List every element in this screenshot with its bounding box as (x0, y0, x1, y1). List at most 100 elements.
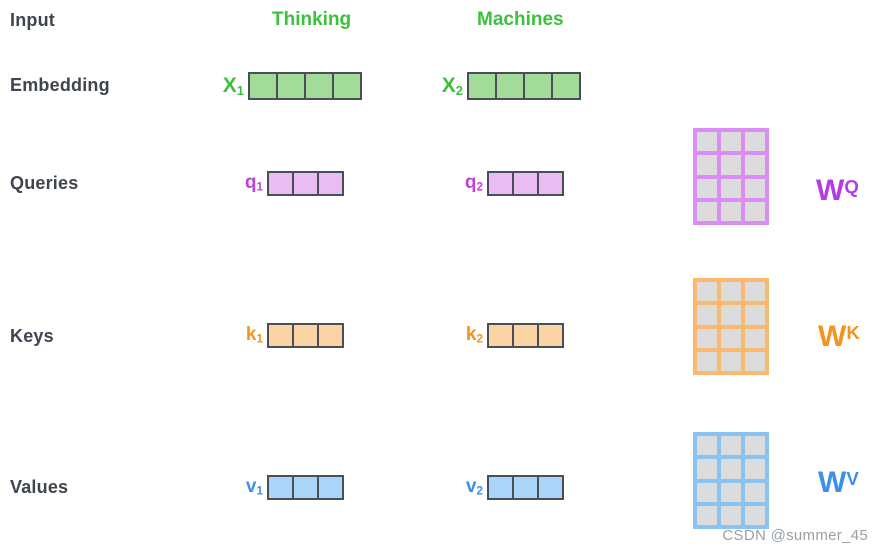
row-label-keys: Keys (10, 326, 54, 346)
v1-cells (267, 475, 344, 500)
wk-label: WK (818, 320, 860, 353)
x2-cell (523, 72, 553, 100)
q1-cells (267, 171, 344, 196)
x2-cell (495, 72, 525, 100)
q2-cell (512, 171, 539, 196)
watermark: CSDN @summer_45 (722, 527, 868, 544)
x2-cell (467, 72, 497, 100)
wq-matrix-cell (745, 155, 765, 175)
v1-cell (267, 475, 294, 500)
wq-matrix-cell (697, 155, 717, 175)
key-vector-k2: k2 (458, 323, 564, 348)
weight-matrix-wq (693, 128, 769, 225)
v2-cell (512, 475, 539, 500)
x1-cells (248, 72, 362, 100)
wq-label: WQ (816, 174, 859, 207)
column-header-machines: Machines (477, 9, 564, 30)
k1-cell (292, 323, 319, 348)
q1-cell (292, 171, 319, 196)
wv-matrix-cell (697, 505, 717, 525)
row-label-values: Values (10, 477, 69, 497)
wq-matrix-cell (721, 178, 741, 198)
value-vector-v2: v2 (458, 475, 564, 500)
wk-matrix-cell (697, 282, 717, 302)
wq-matrix-cell (697, 132, 717, 152)
x2-cells (467, 72, 581, 100)
column-header-thinking: Thinking (272, 9, 352, 30)
wk-matrix-cell (721, 305, 741, 325)
wv-matrix-cell (721, 505, 741, 525)
k1-cell (267, 323, 294, 348)
wv-matrix-cell (721, 459, 741, 479)
wk-matrix-cell (721, 351, 741, 371)
wq-matrix-cell (721, 201, 741, 221)
x1-cell (332, 72, 362, 100)
v2-cell (537, 475, 564, 500)
wv-matrix-cell (697, 482, 717, 502)
wq-matrix-cell (745, 178, 765, 198)
k1-label: k1 (245, 324, 263, 346)
wk-matrix-cell (745, 282, 765, 302)
wv-matrix-cell (745, 505, 765, 525)
v1-cell (317, 475, 344, 500)
value-vector-v1: v1 (238, 475, 344, 500)
row-label-embedding: Embedding (10, 75, 110, 95)
wk-matrix-cell (745, 328, 765, 348)
wv-matrix-cell (721, 482, 741, 502)
wq-matrix-cell (745, 201, 765, 221)
row-label-input: Input (10, 10, 55, 30)
wq-matrix-cell (697, 178, 717, 198)
k2-cell (512, 323, 539, 348)
wk-matrix-cell (745, 351, 765, 371)
wv-matrix-cell (721, 436, 741, 456)
q1-cell (317, 171, 344, 196)
wk-matrix-cell (697, 328, 717, 348)
wq-matrix-cell (697, 201, 717, 221)
k1-cell (317, 323, 344, 348)
query-vector-q2: q2 (458, 171, 564, 196)
wk-matrix-cell (697, 351, 717, 371)
wv-matrix-cell (745, 482, 765, 502)
weight-matrix-wk (693, 278, 769, 375)
wk-matrix-cell (697, 305, 717, 325)
wq-matrix-cell (745, 132, 765, 152)
wq-matrix-cell (721, 155, 741, 175)
wv-matrix-cell (697, 436, 717, 456)
q2-cells (487, 171, 564, 196)
x1-label: X1 (222, 74, 244, 98)
wv-matrix-cell (745, 459, 765, 479)
k2-label: k2 (465, 324, 483, 346)
v1-cell (292, 475, 319, 500)
x1-cell (304, 72, 334, 100)
wv-label: WV (818, 466, 859, 499)
q2-cell (537, 171, 564, 196)
q1-label: q1 (244, 172, 263, 194)
k2-cell (537, 323, 564, 348)
query-vector-q1: q1 (238, 171, 344, 196)
wk-matrix-cell (721, 282, 741, 302)
q2-cell (487, 171, 514, 196)
x1-cell (276, 72, 306, 100)
v2-cells (487, 475, 564, 500)
wv-matrix-cell (745, 436, 765, 456)
row-label-queries: Queries (10, 173, 79, 193)
embedding-vector-x1: X1 (214, 72, 362, 100)
k2-cells (487, 323, 564, 348)
q1-cell (267, 171, 294, 196)
q2-label: q2 (464, 172, 483, 194)
key-vector-k1: k1 (238, 323, 344, 348)
x2-label: X2 (441, 74, 463, 98)
embedding-vector-x2: X2 (433, 72, 581, 100)
wk-matrix-cell (745, 305, 765, 325)
weight-matrix-wv (693, 432, 769, 529)
wq-matrix-cell (721, 132, 741, 152)
x1-cell (248, 72, 278, 100)
v2-label: v2 (465, 476, 483, 498)
x2-cell (551, 72, 581, 100)
v1-label: v1 (245, 476, 263, 498)
wv-matrix-cell (697, 459, 717, 479)
v2-cell (487, 475, 514, 500)
k2-cell (487, 323, 514, 348)
k1-cells (267, 323, 344, 348)
